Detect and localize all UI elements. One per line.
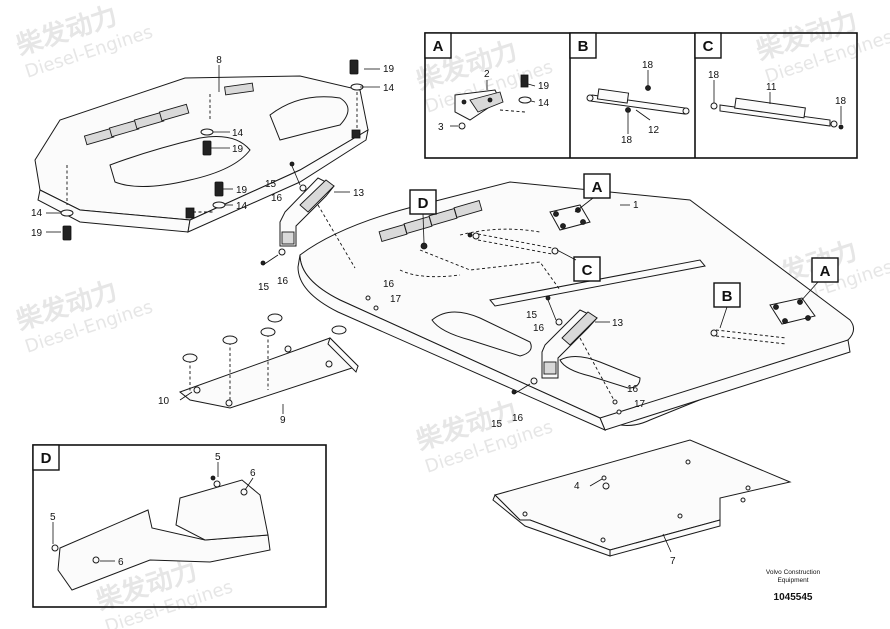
label-16: 16 — [512, 413, 524, 424]
label-19: 19 — [31, 228, 43, 239]
label-15: 15 — [258, 282, 270, 293]
label-18: 18 — [642, 60, 654, 71]
label-6: 6 — [250, 468, 256, 479]
svg-text:B: B — [722, 288, 733, 305]
label-15: 15 — [265, 179, 277, 190]
label-18: 18 — [621, 135, 633, 146]
label-19: 19 — [232, 144, 244, 155]
label-18: 18 — [708, 70, 720, 81]
label-16: 16 — [383, 279, 395, 290]
label-12: 12 — [648, 125, 660, 136]
detail-a-hinge — [454, 74, 532, 130]
label-2: 2 — [484, 69, 490, 80]
callout-tag-d: D — [409, 189, 437, 244]
label-5: 5 — [50, 512, 56, 523]
gas-strut-b-on-hood — [710, 329, 787, 345]
hood-part-1 — [297, 181, 854, 431]
label-5: 5 — [215, 452, 221, 463]
svg-text:D: D — [418, 195, 429, 212]
svg-text:C: C — [582, 262, 593, 279]
drawing-number: 1045545 — [774, 592, 813, 603]
label-14: 14 — [538, 98, 550, 109]
hinge-assembly-a1 — [549, 204, 591, 231]
detail-label-d: D — [41, 450, 52, 467]
callout-tag-c: C — [556, 249, 601, 282]
label-19: 19 — [538, 81, 550, 92]
label-16: 16 — [533, 323, 545, 334]
detail-label-a: A — [433, 38, 444, 55]
label-3: 3 — [438, 122, 444, 133]
label-14: 14 — [236, 201, 248, 212]
cover-part-8 — [34, 75, 369, 233]
detail-d-plate — [51, 475, 271, 591]
detail-label-c: C — [703, 38, 714, 55]
label-13: 13 — [353, 188, 365, 199]
label-16: 16 — [271, 193, 283, 204]
callout-tag-a-1: A — [574, 173, 611, 213]
plate-part-9 — [178, 313, 359, 409]
footer-block: Volvo Construction Equipment 1045545 — [766, 569, 821, 603]
label-14: 14 — [383, 83, 395, 94]
callout-tag-b: B — [713, 282, 741, 329]
latch-part-13-right — [511, 295, 622, 415]
label-19: 19 — [236, 185, 248, 196]
hood-vent-slots — [378, 200, 483, 242]
svg-text:A: A — [592, 179, 603, 196]
vent-slots — [83, 82, 254, 146]
label-14: 14 — [31, 208, 43, 219]
label-6: 6 — [118, 557, 124, 568]
plate-part-7 — [492, 439, 792, 557]
label-14: 14 — [232, 128, 244, 139]
label-16: 16 — [277, 276, 289, 287]
label-8: 8 — [216, 55, 222, 66]
svg-text:A: A — [820, 263, 831, 280]
label-18: 18 — [835, 96, 847, 107]
label-17: 17 — [634, 399, 646, 410]
label-11: 11 — [766, 82, 777, 93]
detail-panel-abc: A B C — [424, 32, 858, 159]
company-line-1: Volvo Construction — [766, 569, 821, 576]
label-19: 19 — [383, 64, 395, 75]
hinge-assembly-a2 — [769, 297, 816, 325]
label-15: 15 — [526, 310, 538, 321]
gas-strut-c-on-hood — [472, 232, 559, 255]
label-1: 1 — [633, 200, 639, 211]
fastener-set-left — [60, 59, 364, 241]
detail-b-gas-strut — [586, 85, 690, 115]
label-13: 13 — [612, 318, 624, 329]
latch-part-13-left — [260, 161, 379, 311]
detail-label-b: B — [578, 38, 589, 55]
label-4: 4 — [574, 481, 580, 492]
callout-tag-a-2: A — [799, 257, 839, 303]
label-10: 10 — [158, 396, 170, 407]
label-9: 9 — [280, 415, 286, 426]
company-line-2: Equipment — [777, 577, 808, 584]
detail-c-gas-strut — [710, 97, 844, 130]
part-labels: 8 19 14 14 19 19 14 14 19 15 16 13 15 16… — [31, 55, 847, 568]
detail-panel-d: D — [32, 444, 327, 608]
label-15: 15 — [491, 419, 503, 430]
label-7: 7 — [670, 556, 676, 567]
leader-lines — [46, 65, 842, 562]
label-16: 16 — [627, 384, 639, 395]
label-17: 17 — [390, 294, 402, 305]
